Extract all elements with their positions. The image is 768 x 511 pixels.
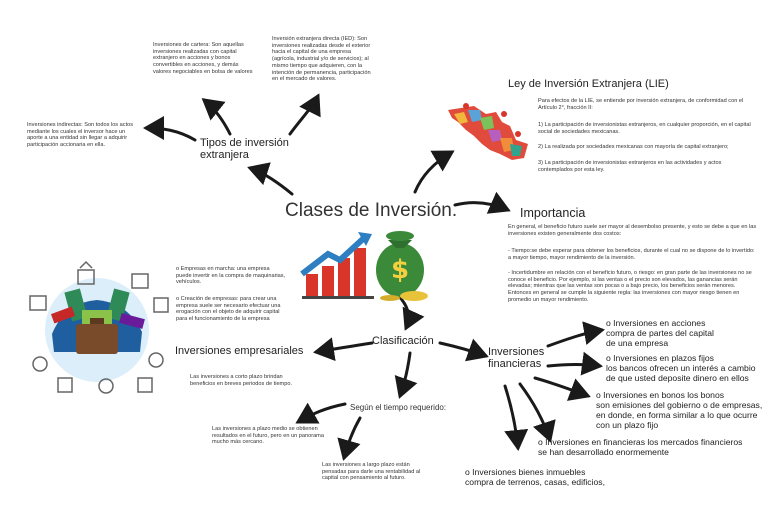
empresariales-corto: Las inversiones a corto plazo brindan be…: [190, 374, 292, 387]
svg-text:$: $: [391, 255, 409, 285]
arrow-tipos-indirectas: [143, 116, 197, 142]
arrow-clas-financieras: [438, 338, 489, 362]
arrow-fin-3: [533, 376, 591, 401]
arrow-fin-1: [546, 321, 605, 348]
arrow-to-tipos: [247, 162, 294, 196]
tiempo-medio: Las inversiones a plazo medio se obtiene…: [212, 426, 324, 446]
arrow-tipos-cartera: [201, 98, 232, 136]
arrow-fin-4: [518, 382, 556, 443]
center-title: Clases de Inversión.: [285, 200, 458, 221]
arrow-clas-empresariales: [313, 337, 374, 362]
lie-item-3: 3) La participación de inversionistas ex…: [538, 160, 722, 173]
arrow-tipos-ied: [288, 93, 321, 136]
tiempo-title: Según el tiempo requerido:: [350, 403, 447, 412]
financieras-item-plazos: o Inversiones en plazos fijos los bancos…: [606, 353, 756, 383]
financieras-item-financieras: o Inversiones en financieras los mercado…: [538, 437, 743, 457]
lie-item-2: 2) La realizada por sociedades mexicanas…: [538, 144, 729, 150]
importancia-intro: En general, el beneficio futuro suele se…: [508, 224, 757, 237]
tipos-cartera-text: Inversiones de cartera: Son aquellas inv…: [153, 42, 253, 75]
financieras-item-inmuebles: o Inversiones bienes inmuebles compra de…: [465, 467, 605, 487]
business-investment-icon: [29, 260, 169, 394]
clasificacion-label: Clasificación: [372, 335, 434, 347]
lie-item-1: 1) La participación de inversionistas ex…: [538, 122, 751, 135]
arrow-to-clasificacion: [396, 293, 425, 331]
financieras-item-bonos: o Inversiones en bonos los bonos son emi…: [596, 390, 763, 430]
arrow-tiempo-largo: [337, 416, 362, 461]
tiempo-largo: Las inversiones a largo plazo están pens…: [322, 462, 421, 482]
importancia-item-1: - Tiempo:se debe esperar para obtener lo…: [508, 248, 755, 261]
arrow-fin-2: [546, 351, 603, 376]
arrow-to-importancia: [453, 191, 511, 214]
importancia-title: Importancia: [520, 206, 586, 220]
importancia-item-2: - Incertidumbre en relación con el benef…: [508, 270, 752, 303]
lie-intro: Para efectos de la LIE, se entiende por …: [538, 98, 744, 111]
lie-title: Ley de Inversión Extranjera (LIE): [508, 78, 669, 90]
empresariales-marcha: o Empresas en marcha: una empresa puede …: [176, 266, 286, 286]
growth-chart-icon: $: [300, 231, 428, 301]
tipos-ied-text: Inversión extranjera directa (IED): Son …: [272, 36, 371, 83]
empresariales-creacion: o Creación de empresas: para crear una e…: [176, 296, 281, 323]
arrow-clas-tiempo: [394, 351, 418, 399]
arrow-tiempo-medio: [295, 402, 347, 424]
financieras-item-acciones: o Inversiones en acciones compra de part…: [606, 318, 714, 348]
tipos-title: Tipos de inversión extranjera: [200, 137, 289, 161]
arrow-fin-5: [503, 384, 529, 451]
empresariales-title: Inversiones empresariales: [175, 345, 304, 357]
financieras-title: Inversiones financieras: [488, 346, 545, 370]
tipos-indirectas-text: Inversiones indirectas: Son todos los ac…: [27, 122, 134, 149]
arrow-to-lie: [413, 150, 455, 194]
mexico-map-icon: [448, 103, 528, 160]
